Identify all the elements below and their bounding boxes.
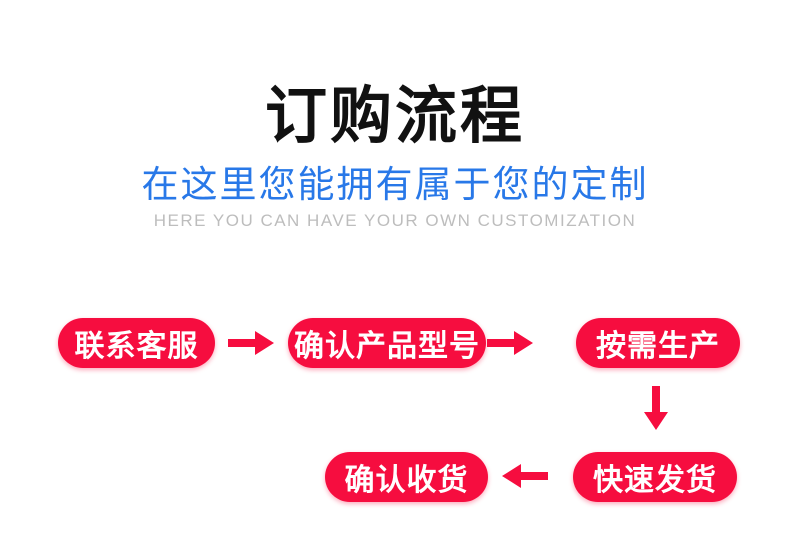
arrow-down-icon xyxy=(643,386,669,430)
flow-step-label: 确认产品型号 xyxy=(294,330,480,363)
flow-step-label: 联系客服 xyxy=(74,330,199,363)
page-title: 订购流程 xyxy=(264,82,525,151)
subtitle-cn: 在这里您能拥有属于您的定制 xyxy=(141,164,649,205)
arrow-left-icon xyxy=(500,462,548,490)
flow-step-label: 快速发货 xyxy=(593,464,717,497)
flow-step-produce: 按需生产 xyxy=(576,318,740,368)
flow-step-contact: 联系客服 xyxy=(58,318,215,368)
flow-step-label: 按需生产 xyxy=(596,330,720,363)
subtitle-en: HERE YOU CAN HAVE YOUR OWN CUSTOMIZATION xyxy=(153,211,637,230)
flow-step-receive: 确认收货 xyxy=(325,452,488,502)
flow-step-label: 确认收货 xyxy=(344,464,469,497)
arrow-right-icon xyxy=(228,329,274,357)
flow-step-confirm-model: 确认产品型号 xyxy=(288,318,486,368)
flow-step-ship: 快速发货 xyxy=(573,452,737,502)
arrow-right-icon xyxy=(487,329,533,357)
